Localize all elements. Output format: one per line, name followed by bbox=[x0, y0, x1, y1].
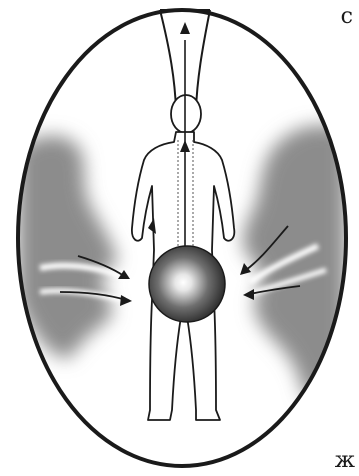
right-shadow-cloud bbox=[243, 125, 346, 398]
left-shadow-cloud bbox=[18, 136, 118, 358]
corner-letter-bottom: ж bbox=[335, 450, 355, 472]
sphere-icon bbox=[149, 246, 225, 322]
corner-letter-top: с bbox=[341, 6, 353, 28]
